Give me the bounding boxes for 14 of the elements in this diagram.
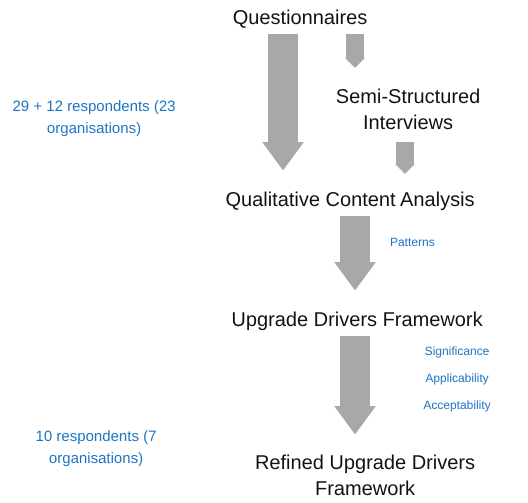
annotation-text: Significance — [424, 343, 490, 360]
block-arrow — [334, 336, 376, 434]
annotation-text: Applicability — [424, 370, 490, 387]
annotation-text: 29 + 12 respondents (23 organisations) — [11, 97, 177, 139]
block-arrow — [395, 142, 415, 174]
annotation-text: 10 respondents (7 organisations) — [34, 427, 158, 469]
stage-label: Upgrade Drivers Framework — [231, 308, 483, 333]
annotation-text: Acceptability — [422, 397, 492, 414]
block-arrow — [262, 34, 304, 170]
stage-label: Semi-Structured Interviews — [334, 85, 482, 136]
stage-label: Refined Upgrade Drivers Framework — [254, 451, 476, 502]
stage-label: Questionnaires — [232, 6, 368, 31]
block-arrow — [345, 34, 365, 68]
stage-label: Qualitative Content Analysis — [225, 188, 475, 213]
